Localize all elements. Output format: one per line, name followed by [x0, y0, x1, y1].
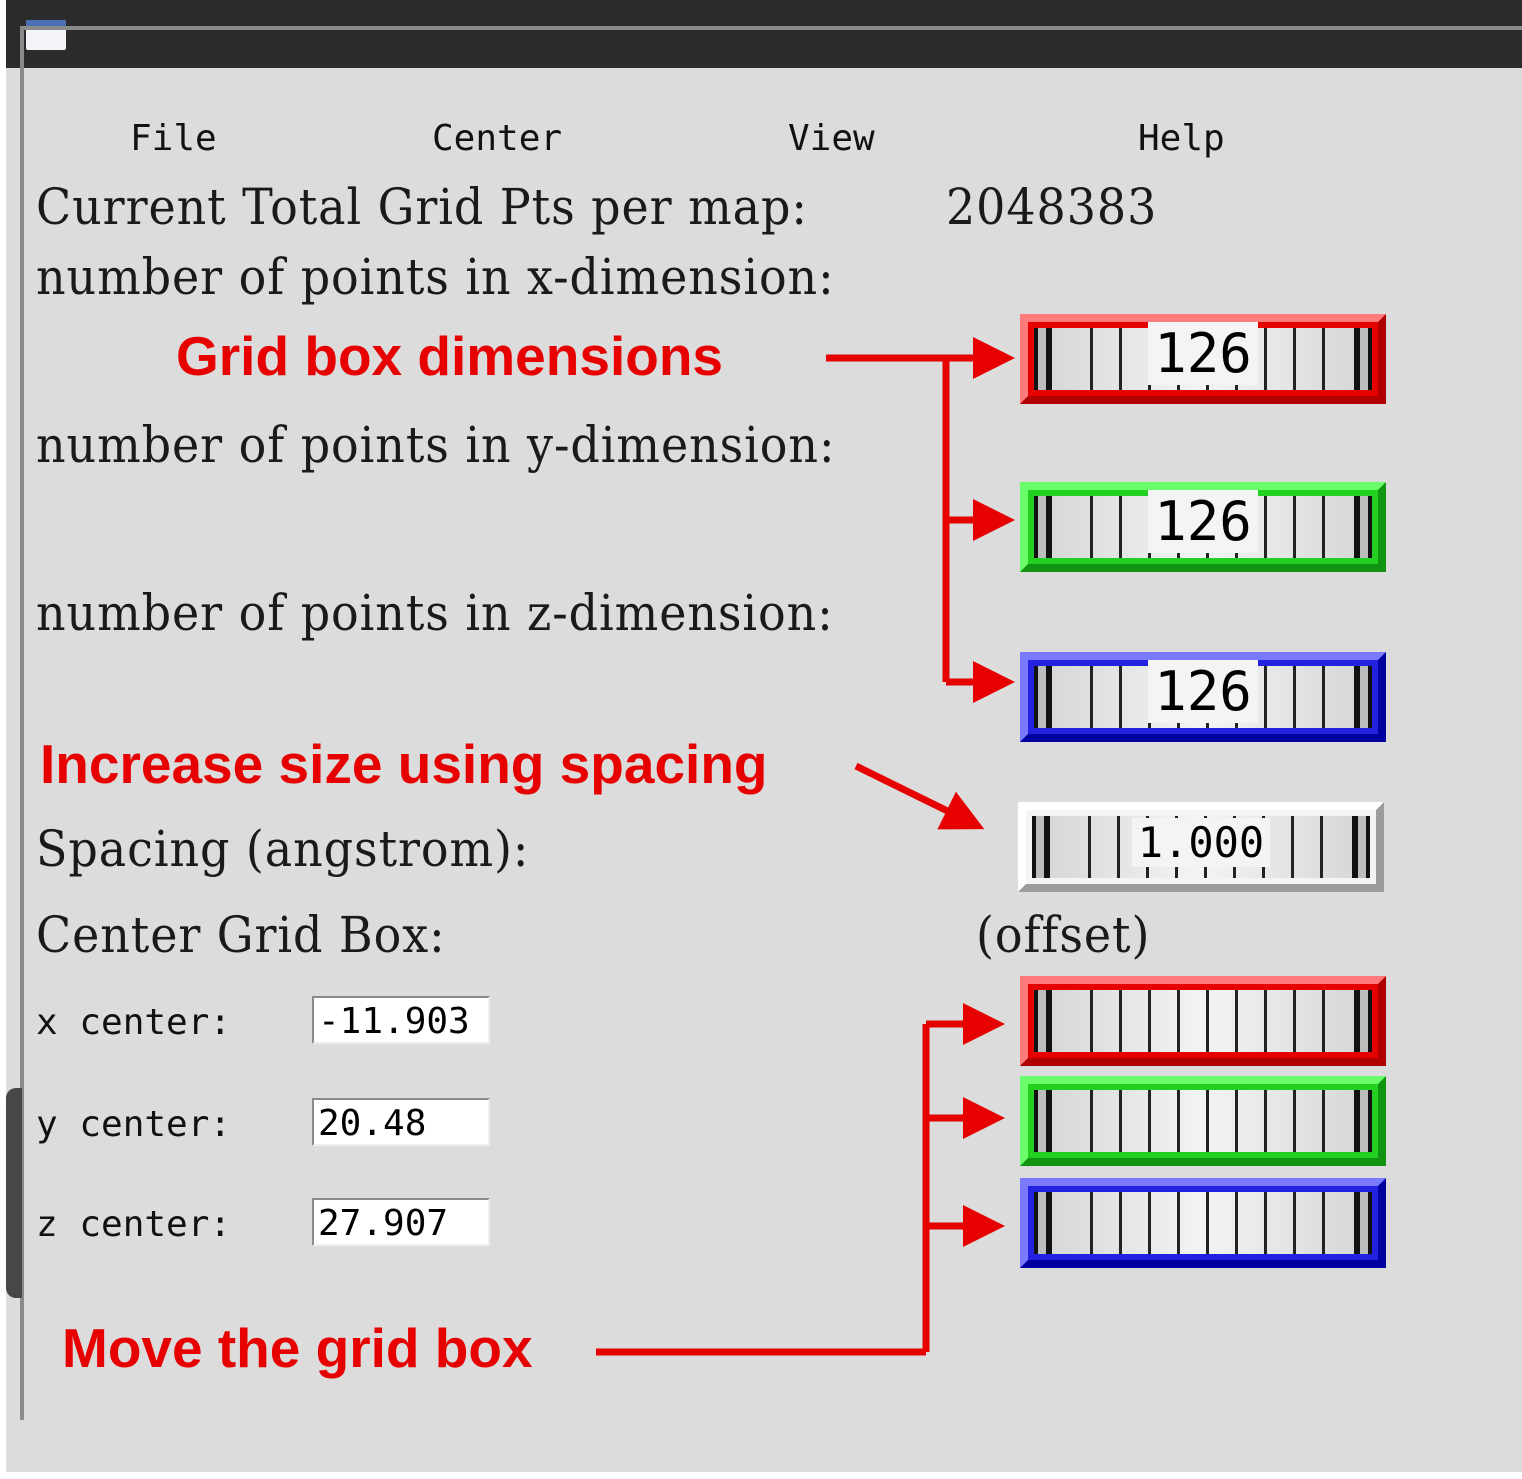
- z-center-label: z center:: [36, 1204, 232, 1245]
- x-center-field[interactable]: -11.903: [312, 996, 490, 1044]
- y-dimension-dial[interactable]: 126: [1020, 482, 1386, 572]
- total-grid-points-value: 2048383: [946, 178, 1158, 236]
- title-bar: [6, 0, 1522, 68]
- z-offset-dial[interactable]: [1020, 1178, 1386, 1268]
- menu-center[interactable]: Center: [432, 118, 563, 159]
- menu-help[interactable]: Help: [1138, 118, 1225, 159]
- total-grid-points-label: Current Total Grid Pts per map:: [36, 178, 808, 236]
- z-dimension-label: number of points in z-dimension:: [36, 584, 834, 642]
- z-center-field[interactable]: 27.907: [312, 1198, 490, 1246]
- annotation-grid-box-dimensions: Grid box dimensions: [176, 325, 724, 387]
- x-offset-dial[interactable]: [1020, 976, 1386, 1066]
- spacing-label: Spacing (angstrom):: [36, 820, 530, 878]
- spacing-dial[interactable]: 1.000: [1018, 802, 1384, 892]
- z-dimension-dial[interactable]: 126: [1020, 652, 1386, 742]
- y-dimension-value: 126: [1148, 490, 1258, 553]
- menu-file[interactable]: File: [130, 118, 217, 159]
- content-frame: [20, 26, 1522, 1420]
- y-center-field[interactable]: 20.48: [312, 1098, 490, 1146]
- y-dimension-label: number of points in y-dimension:: [36, 416, 836, 474]
- side-handle[interactable]: [6, 1088, 22, 1298]
- spacing-value: 1.000: [1131, 818, 1271, 867]
- annotation-move-grid-box: Move the grid box: [62, 1317, 533, 1379]
- x-dimension-value: 126: [1148, 322, 1258, 385]
- x-center-label: x center:: [36, 1002, 232, 1043]
- annotation-increase-size: Increase size using spacing: [40, 733, 768, 795]
- y-center-label: y center:: [36, 1104, 232, 1145]
- z-dimension-value: 126: [1148, 660, 1258, 723]
- menu-view[interactable]: View: [788, 118, 875, 159]
- x-dimension-dial[interactable]: 126: [1020, 314, 1386, 404]
- offset-label: (offset): [976, 906, 1151, 964]
- center-grid-box-label: Center Grid Box:: [36, 906, 446, 964]
- window-icon[interactable]: [26, 20, 66, 50]
- x-dimension-label: number of points in x-dimension:: [36, 248, 835, 306]
- y-offset-dial[interactable]: [1020, 1076, 1386, 1166]
